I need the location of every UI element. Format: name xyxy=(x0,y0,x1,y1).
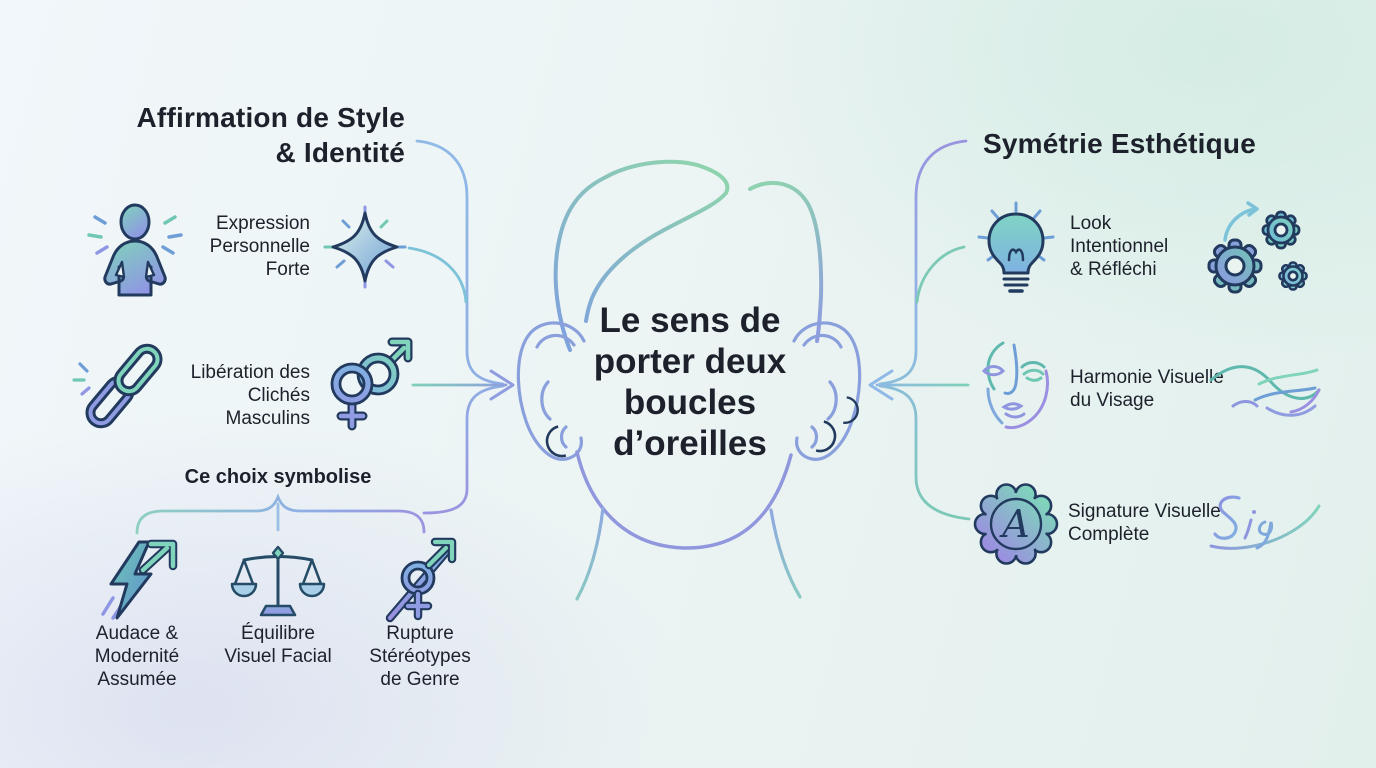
label-line: Intentionnel xyxy=(1070,236,1169,257)
gender-symbols-icon xyxy=(330,337,413,431)
title-line: & Identité xyxy=(275,137,405,168)
label-line: Équilibre xyxy=(241,623,315,644)
center-title-line: d’oreilles xyxy=(613,424,767,463)
label-line: Visuel Facial xyxy=(224,646,332,667)
lightbulb-icon xyxy=(977,201,1055,293)
center-title-line: Le sens de xyxy=(599,301,781,340)
label-rupture-stereotypes: Rupture Stéréotypes de Genre xyxy=(345,622,495,691)
center-title-line: boucles xyxy=(623,383,757,422)
right-section-title: Symétrie Esthétique xyxy=(983,128,1256,159)
seal-letter: A xyxy=(999,502,1029,546)
gears-icon xyxy=(1207,201,1308,294)
jaw-line xyxy=(575,450,793,550)
label-harmonie-visuelle: Harmonie Visuelle du Visage xyxy=(1070,366,1290,412)
label-signature-visuelle: Signature Visuelle Complète xyxy=(1068,500,1288,546)
label-line: Audace & xyxy=(95,623,179,644)
center-title: Le sens de porter deux boucles d’oreille… xyxy=(540,300,840,464)
label-liberation-cliches: Libération des Clichés Masculins xyxy=(165,361,310,430)
left-connector xyxy=(407,139,515,515)
left-ear xyxy=(516,321,586,461)
label-line: Personnelle xyxy=(209,236,310,257)
left-earring xyxy=(545,425,567,458)
center-title-line: porter deux xyxy=(593,342,787,381)
lightning-arrow-icon xyxy=(101,539,178,620)
sparkle-icon xyxy=(323,205,407,289)
label-line: Stéréotypes xyxy=(369,646,471,667)
label-line: & Réfléchi xyxy=(1070,259,1157,280)
label-line: Rupture xyxy=(386,623,454,644)
neck-right xyxy=(769,508,802,599)
label-line: Assumée xyxy=(97,669,177,690)
label-line: Expression xyxy=(216,213,310,234)
label-look-intentionnel: Look Intentionnel & Réfléchi xyxy=(1070,212,1260,281)
balance-scale-icon xyxy=(230,545,326,617)
label-line: Harmonie Visuelle xyxy=(1070,367,1224,388)
label-line: de Genre xyxy=(380,669,460,690)
waves-icon xyxy=(1209,365,1321,417)
neck-left xyxy=(575,506,605,601)
label-line: du Visage xyxy=(1070,390,1155,411)
label-line: Look xyxy=(1070,213,1112,234)
symbolise-bracket xyxy=(135,493,426,535)
hair-right xyxy=(748,180,824,343)
right-earring-1 xyxy=(815,420,837,453)
person-icon xyxy=(87,203,183,297)
label-expression-personnelle: Expression Personnelle Forte xyxy=(195,212,310,281)
label-line: Signature Visuelle xyxy=(1068,501,1221,522)
label-line: Clichés Masculins xyxy=(225,385,310,429)
hair-swoosh xyxy=(553,159,730,352)
right-connector xyxy=(868,139,971,521)
subsection-title: Ce choix symbolise xyxy=(184,466,372,488)
face-icon xyxy=(981,341,1049,430)
left-arrowhead xyxy=(489,369,515,401)
label-audace-modernite: Audace & Modernité Assumée xyxy=(67,622,207,691)
title-line: Affirmation de Style xyxy=(136,102,405,133)
broken-chain-icon xyxy=(72,343,163,429)
label-line: Modernité xyxy=(94,646,180,667)
label-equilibre-visuel: Équilibre Visuel Facial xyxy=(203,622,353,668)
right-arrowhead xyxy=(868,369,894,401)
label-line: Forte xyxy=(265,259,310,280)
seal-icon: A xyxy=(973,483,1059,565)
signature-icon xyxy=(1209,495,1321,550)
gender-rupture-icon xyxy=(385,537,457,623)
label-line: Complète xyxy=(1068,524,1150,545)
left-section-title: Affirmation de Style & Identité xyxy=(85,100,405,170)
label-line: Libération des xyxy=(190,362,310,383)
